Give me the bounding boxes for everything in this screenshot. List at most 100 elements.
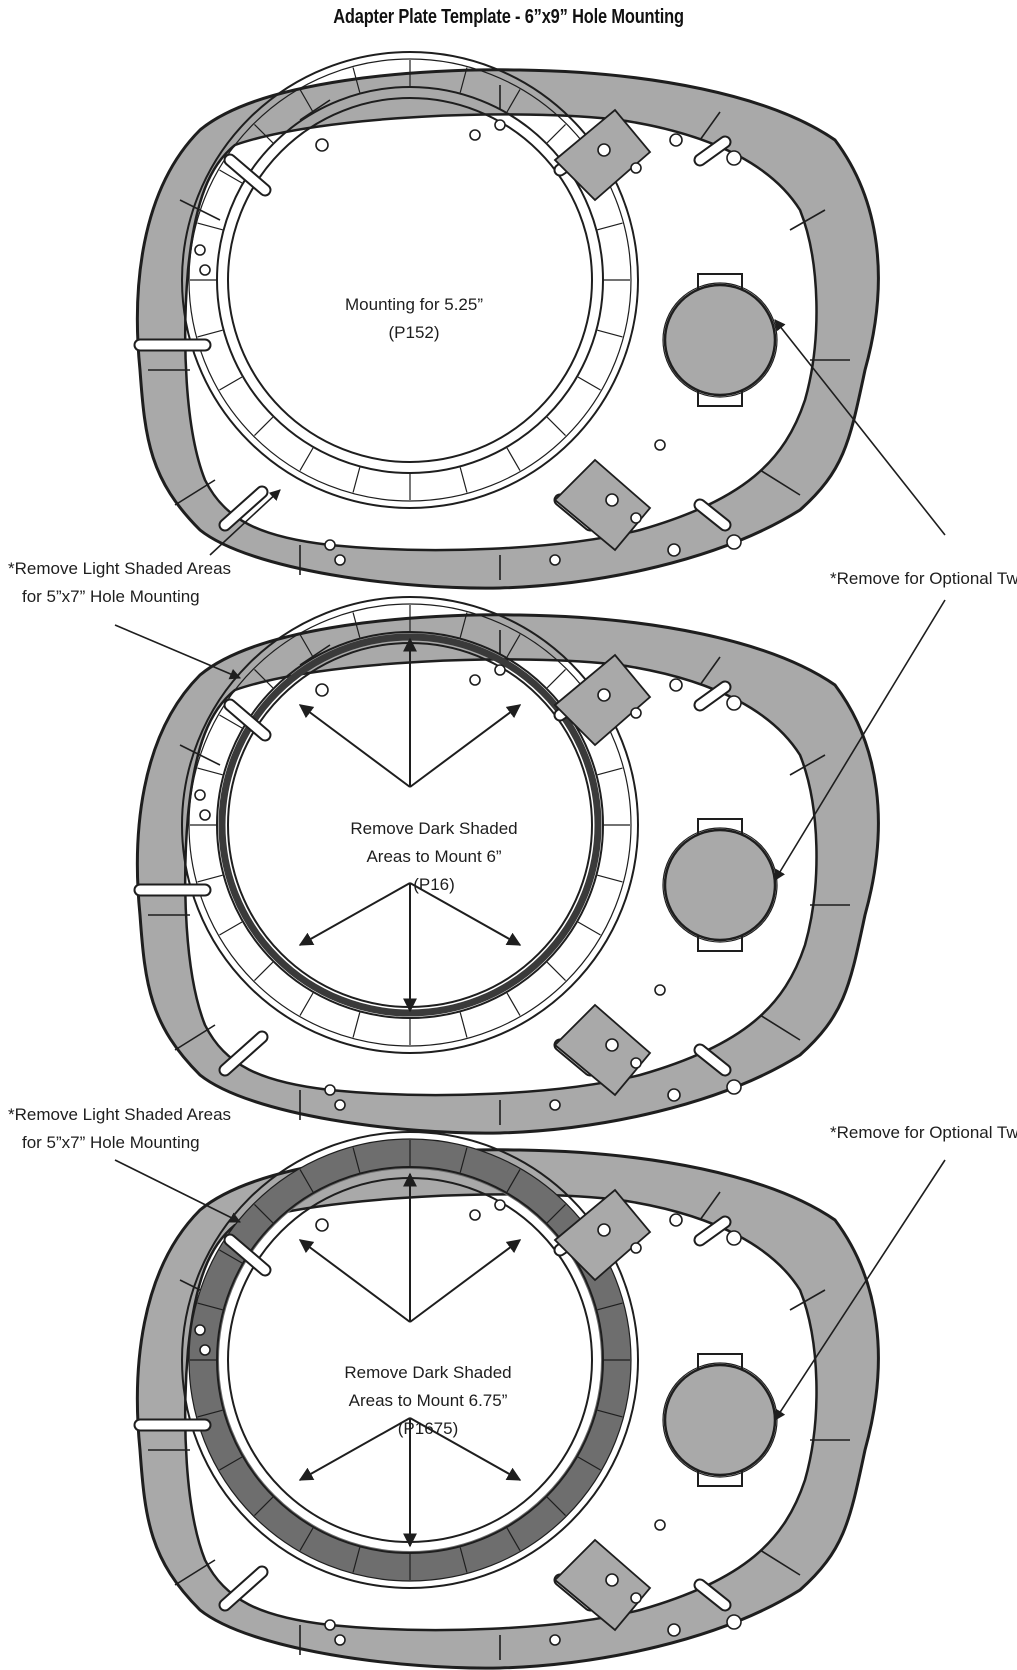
ring-tick [352,467,361,493]
ring-tick [254,1204,274,1224]
mount-hole [494,664,506,676]
slot [695,1045,730,1075]
rib [174,479,216,506]
ring-tick [352,1147,361,1173]
plate-6-75-inch [133,1131,880,1670]
slot [225,700,270,740]
ring-tick [577,376,601,391]
slot [695,1580,730,1610]
ring-tick [299,447,314,471]
ring-tick [197,1302,223,1311]
mount-hole [669,133,683,147]
bracket-bottom [553,458,652,552]
dimension-arrow [409,1239,522,1323]
ring-tick [299,992,314,1016]
slot [220,487,267,530]
ring-tick [352,1012,361,1038]
tweeter-knockout [663,1363,777,1477]
ring-tick [254,124,274,144]
mount-hole [630,162,642,174]
slot [225,1235,270,1275]
outer-ring [181,1131,639,1589]
ring-tick [352,612,361,638]
rib [789,1289,826,1311]
mount-hole [667,1088,681,1102]
plate-3-center-label: Remove Dark Shaded Areas to Mount 6.75” … [344,1363,511,1438]
mount-hole [630,1592,642,1604]
ring-tick [597,222,623,231]
ring-tick [197,874,223,883]
outer-ring-inner [188,1138,632,1582]
dimension-arrow [409,704,522,788]
mount-hole [199,264,211,276]
leader-arrow [209,489,281,556]
svg-text:for 5”x7” Hole Mounting: for 5”x7” Hole Mounting [22,1133,200,1152]
svg-text:*Remove Light Shaded Areas: *Remove Light Shaded Areas [8,559,231,578]
outer-ring [181,51,639,509]
outer-ring-inner [188,58,632,502]
mount-hole [667,1623,681,1637]
ring-tick [254,416,274,436]
ring-tick [577,1456,601,1471]
ring-tick [459,1547,468,1573]
light-shaded-note-2: *Remove Light Shaded Areas for 5”x7” Hol… [8,1105,231,1152]
svg-text:Remove Dark Shaded: Remove Dark Shaded [350,819,517,838]
dimension-arrow [298,882,411,946]
mount-hole [630,512,642,524]
ring-tick [197,767,223,776]
outer-ring-inner [188,603,632,1047]
svg-text:Remove Dark Shaded: Remove Dark Shaded [344,1363,511,1382]
mount-hole [315,1218,329,1232]
ring-tick [254,669,274,689]
slot [695,682,730,710]
mount-hole [549,1099,561,1111]
ring-tick [506,634,521,658]
tweeter-note-2: *Remove for Optional Tweeter [830,1123,1017,1142]
svg-text:Areas to Mount 6”: Areas to Mount 6” [366,847,501,866]
mount-hole [494,1199,506,1211]
dimension-arrow [409,1417,522,1481]
mount-hole [654,1519,666,1531]
mount-hole [469,1209,481,1221]
mount-hole [469,674,481,686]
plate-1-center-label: Mounting for 5.25” (P152) [345,295,483,342]
rib [699,656,721,686]
mid-ring [216,1166,604,1554]
ring-tick [219,1249,243,1264]
mount-hole [630,1057,642,1069]
mount-hole [315,138,329,152]
mount-hole [334,1099,346,1111]
svg-text:*Remove Light Shaded Areas: *Remove Light Shaded Areas [8,1105,231,1124]
mount-hole [549,1634,561,1646]
plate-5-25-inch [133,51,880,590]
slot [695,500,730,530]
leader-arrow [114,1159,242,1223]
outer-ring [181,596,639,1054]
mount-hole [726,150,742,166]
mount-hole [194,1324,206,1336]
rib [699,111,721,141]
ring-tick [254,961,274,981]
slot [225,155,270,195]
rib [759,1549,801,1576]
leader-arrows [114,319,946,1421]
mount-hole [654,984,666,996]
ring-tick [299,634,314,658]
ring-tick [506,89,521,113]
ring-tick [506,992,521,1016]
leader-arrow [774,1159,946,1421]
ring-tick [546,1496,566,1516]
mount-hole [654,439,666,451]
mount-hole [597,1223,611,1237]
ring-tick [299,1169,314,1193]
plate-2-center-label: Remove Dark Shaded Areas to Mount 6” (P1… [350,819,517,894]
mount-hole [334,1634,346,1646]
ring-tick [197,222,223,231]
ring-tick [219,1456,243,1471]
slot [695,137,730,165]
mid-ring [216,86,604,474]
rib [789,754,826,776]
mount-hole [494,119,506,131]
page-title: Adapter Plate Template - 6”x9” Hole Moun… [333,6,684,28]
dimension-arrow [298,1239,411,1323]
